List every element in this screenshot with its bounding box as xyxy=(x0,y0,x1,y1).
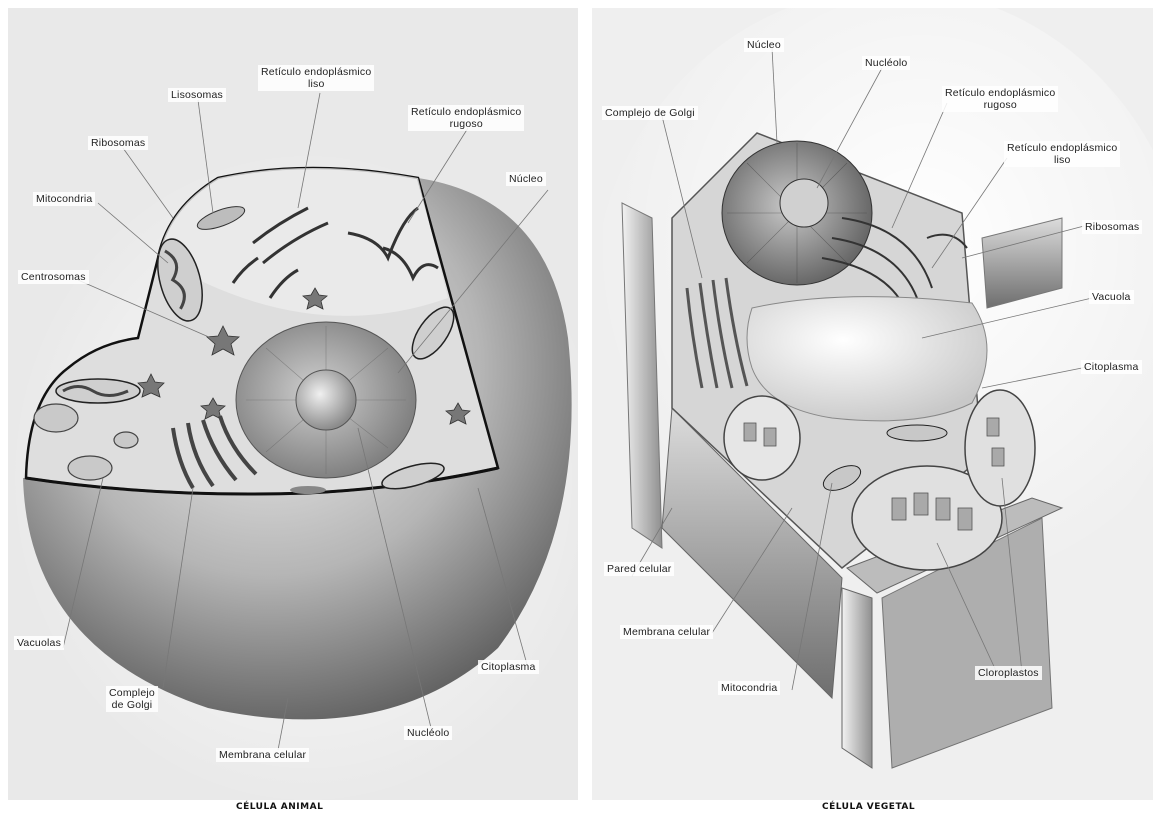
label-nucleolo: Nucléolo xyxy=(404,726,452,740)
label-reticulo-liso-line2: liso xyxy=(1007,154,1117,166)
label-golgi: Complejo de Golgi xyxy=(106,686,158,712)
label-reticulo-rugoso-line1: Retículo endoplásmico xyxy=(411,106,521,118)
nucleolus xyxy=(296,370,356,430)
label-golgi: Complejo de Golgi xyxy=(602,106,698,120)
label-membrana: Membrana celular xyxy=(216,748,309,762)
label-lisosomas: Lisosomas xyxy=(168,88,226,102)
label-reticulo-liso-line1: Retículo endoplásmico xyxy=(1007,142,1117,154)
nucleolus xyxy=(780,179,828,227)
label-centrosomas: Centrosomas xyxy=(18,270,89,284)
label-reticulo-rugoso-line2: rugoso xyxy=(411,118,521,130)
label-reticulo-rugoso-line1: Retículo endoplásmico xyxy=(945,87,1055,99)
label-golgi-line2: de Golgi xyxy=(109,699,155,711)
plant-cell-panel: Núcleo Nucléolo Complejo de Golgi Retícu… xyxy=(592,8,1153,800)
label-ribosomas: Ribosomas xyxy=(88,136,148,150)
label-reticulo-liso: Retículo endoplásmico liso xyxy=(1004,141,1120,167)
label-reticulo-liso-line2: liso xyxy=(261,78,371,90)
animal-cell-panel: Retículo endoplásmico liso Lisosomas Ret… xyxy=(8,8,578,800)
label-membrana: Membrana celular xyxy=(620,625,713,639)
plant-cell-illustration xyxy=(592,8,1153,800)
label-citoplasma: Citoplasma xyxy=(478,660,539,674)
label-citoplasma: Citoplasma xyxy=(1081,360,1142,374)
cell-wall-bottom xyxy=(842,588,872,768)
caption-animal: CÉLULA ANIMAL xyxy=(236,802,323,812)
label-reticulo-rugoso: Retículo endoplásmico rugoso xyxy=(942,86,1058,112)
label-ribosomas: Ribosomas xyxy=(1082,220,1142,234)
label-mitocondria: Mitocondria xyxy=(718,681,780,695)
label-pared: Pared celular xyxy=(604,562,674,576)
label-vacuolas: Vacuolas xyxy=(14,636,64,650)
label-golgi-line1: Complejo xyxy=(109,687,155,699)
label-reticulo-liso-line1: Retículo endoplásmico xyxy=(261,66,371,78)
label-reticulo-rugoso: Retículo endoplásmico rugoso xyxy=(408,105,524,131)
label-nucleo: Núcleo xyxy=(744,38,784,52)
ribosome-cluster xyxy=(290,486,326,494)
label-cloroplastos: Cloroplastos xyxy=(975,666,1042,680)
caption-vegetal: CÉLULA VEGETAL xyxy=(822,802,915,812)
label-vacuola: Vacuola xyxy=(1089,290,1134,304)
label-reticulo-liso: Retículo endoplásmico liso xyxy=(258,65,374,91)
label-reticulo-rugoso-line2: rugoso xyxy=(945,99,1055,111)
label-mitocondria: Mitocondria xyxy=(33,192,95,206)
label-nucleo: Núcleo xyxy=(506,172,546,186)
label-nucleolo: Nucléolo xyxy=(862,56,910,70)
